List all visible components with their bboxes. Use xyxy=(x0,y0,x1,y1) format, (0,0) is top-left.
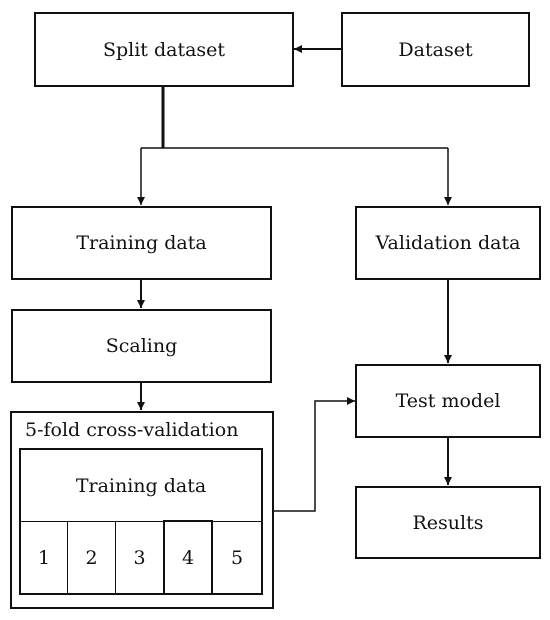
split-dataset-node: Split dataset xyxy=(34,12,294,87)
fold-3: 3 xyxy=(115,521,164,595)
scaling-node: Scaling xyxy=(11,309,272,383)
cross-validation-title: 5-fold cross-validation xyxy=(25,419,239,441)
fold-4: 4 xyxy=(163,520,213,595)
validation-data-node: Validation data xyxy=(355,206,541,280)
cv-training-data-block: Training data xyxy=(19,448,263,523)
arrow-cv-to-test xyxy=(273,397,355,512)
fold-5: 5 xyxy=(212,521,263,595)
fold-2: 2 xyxy=(67,521,116,595)
fold-1: 1 xyxy=(19,521,68,595)
training-data-node: Training data xyxy=(11,206,272,280)
cross-validation-group: 5-fold cross-validation Training data 1 … xyxy=(10,411,274,609)
results-node: Results xyxy=(355,486,541,559)
dataset-node: Dataset xyxy=(341,12,530,87)
test-model-node: Test model xyxy=(355,364,541,438)
